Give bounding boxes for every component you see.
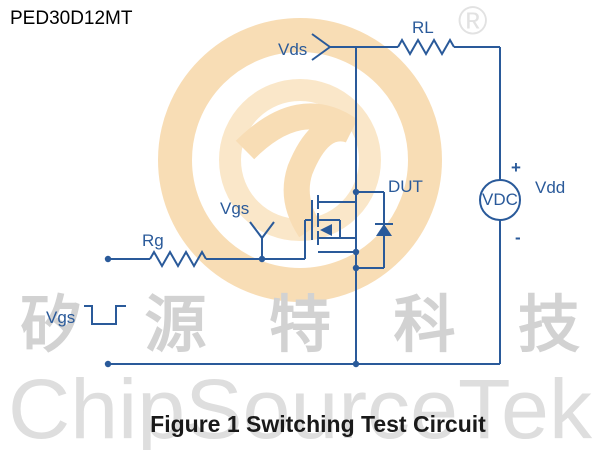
dut-label: DUT	[388, 177, 423, 196]
watermark-registered-mark: ®	[458, 0, 487, 43]
part-number: PED30D12MT	[10, 8, 133, 29]
watermark-logo	[158, 18, 442, 302]
terminal-gate-input	[104, 255, 112, 263]
junction-gate	[258, 255, 266, 263]
terminal-ground	[104, 360, 112, 368]
mosfet-arrow-icon	[320, 224, 332, 236]
rl-label: RL	[412, 18, 434, 37]
diode-icon	[376, 224, 392, 236]
junction-bottom	[352, 360, 360, 368]
figure-caption: Figure 1 Switching Test Circuit	[150, 411, 486, 437]
vdc-source-symbol	[479, 179, 521, 221]
vdc-label: VDC	[482, 190, 518, 209]
junction-source-1	[352, 248, 360, 256]
vdd-label: Vdd	[535, 178, 565, 197]
junction-source-2	[352, 264, 360, 272]
rg-label: Rg	[142, 231, 164, 250]
watermark-latin: ChipSourceTek	[8, 362, 593, 450]
plus-sign: +	[511, 158, 521, 177]
vds-label: Vds	[278, 40, 307, 59]
vgs-pulse-label: Vgs	[46, 308, 75, 327]
junction-drain	[352, 188, 360, 196]
minus-sign: -	[515, 228, 521, 247]
vgs-label: Vgs	[220, 199, 249, 218]
